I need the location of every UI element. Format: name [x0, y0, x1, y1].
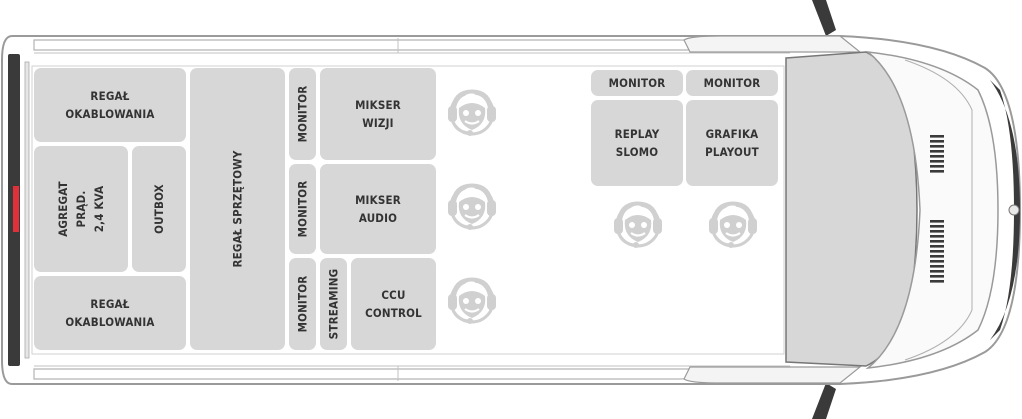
- outbox-label: OUTBOX: [151, 184, 166, 234]
- tail-light: [13, 186, 19, 232]
- cable-rack-top: REGAŁ OKABLOWANIA: [34, 68, 186, 142]
- monitor-front-left: MONITOR: [591, 70, 683, 96]
- mirror-top: [812, 0, 836, 36]
- replay-slomo: REPLAY SLOMO: [591, 100, 683, 186]
- generator: AGREGAT PRĄD. 2,4 KVA: [34, 146, 128, 272]
- operator-headset-icon: [443, 178, 501, 236]
- monitor-1: MONITOR: [289, 68, 316, 160]
- audio-mixer-label: MIKSER AUDIO: [355, 193, 401, 225]
- monitor-3: MONITOR: [289, 258, 316, 350]
- equipment-rack: REGAŁ SPRZĘTOWY: [190, 68, 285, 350]
- operator-headset-icon: [443, 84, 501, 142]
- monitor-2: MONITOR: [289, 164, 316, 254]
- brand-emblem: [1008, 204, 1020, 216]
- vision-mixer: MIKSER WIZJI: [320, 68, 436, 160]
- mirror-bottom: [812, 383, 836, 419]
- ccu-control: CCU CONTROL: [351, 258, 436, 350]
- outbox: OUTBOX: [132, 146, 186, 272]
- hood-vents: [930, 135, 944, 283]
- graphics-playout: GRAFIKA PLAYOUT: [686, 100, 778, 186]
- monitor-front-left-label: MONITOR: [608, 76, 666, 90]
- cabin-roof: [785, 51, 918, 367]
- generator-label: AGREGAT PRĄD. 2,4 KVA: [55, 181, 106, 237]
- cable-rack-bottom-label: REGAŁ OKABLOWANIA: [65, 297, 155, 329]
- operator-headset-icon: [704, 196, 762, 254]
- cable-rack-top-label: REGAŁ OKABLOWANIA: [65, 89, 155, 121]
- audio-mixer: MIKSER AUDIO: [320, 164, 436, 254]
- operator-headset-icon: [443, 272, 501, 330]
- streaming-label: STREAMING: [326, 268, 341, 340]
- front-bumper: [990, 80, 1020, 340]
- monitor-3-label: MONITOR: [295, 275, 310, 333]
- ccu-control-label: CCU CONTROL: [365, 288, 422, 320]
- monitor-2-label: MONITOR: [295, 180, 310, 238]
- streaming: STREAMING: [320, 258, 347, 350]
- cable-rack-bottom: REGAŁ OKABLOWANIA: [34, 276, 186, 350]
- monitor-front-right: MONITOR: [686, 70, 778, 96]
- operator-headset-icon: [609, 196, 667, 254]
- replay-slomo-label: REPLAY SLOMO: [614, 127, 660, 159]
- equipment-rack-label: REGAŁ SPRZĘTOWY: [230, 150, 245, 268]
- vision-mixer-label: MIKSER WIZJI: [355, 98, 401, 130]
- monitor-1-label: MONITOR: [295, 85, 310, 143]
- graphics-playout-label: GRAFIKA PLAYOUT: [705, 127, 759, 159]
- monitor-front-right-label: MONITOR: [703, 76, 761, 90]
